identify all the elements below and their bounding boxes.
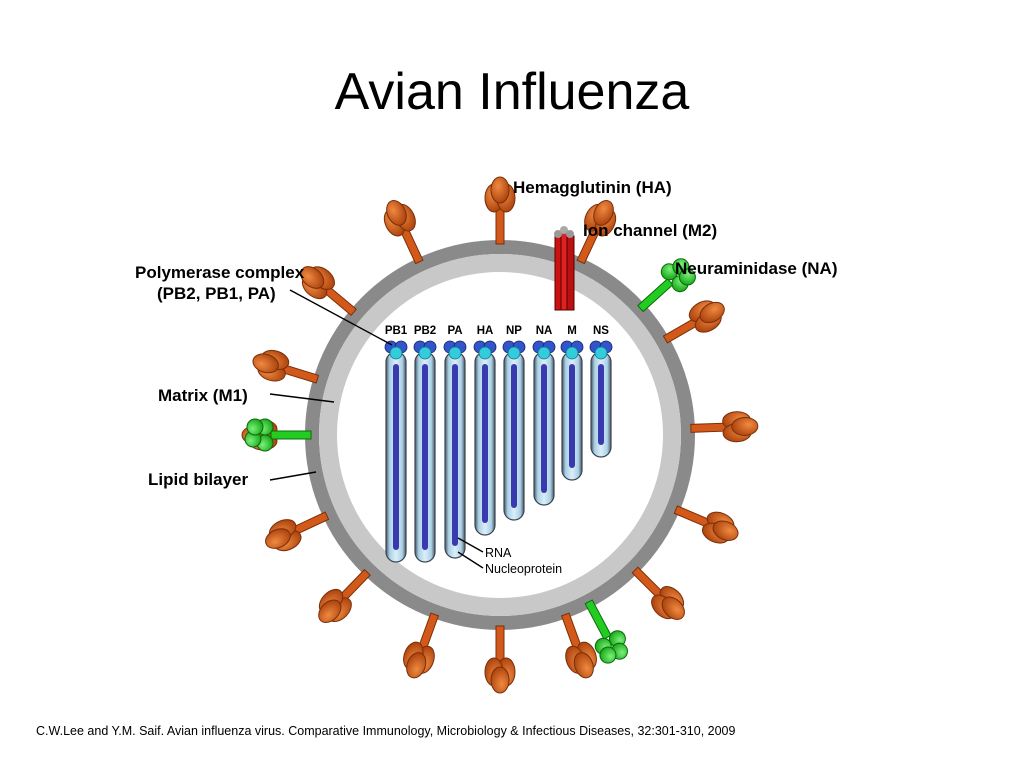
slide-title: Avian Influenza <box>334 63 690 121</box>
segment-label-pa: PA <box>447 325 462 337</box>
hemagglutinin-spike-icon <box>690 411 759 443</box>
segment-label-pb2: PB2 <box>414 325 436 337</box>
polymerase-label-line2: (PB2, PB1, PA) <box>157 284 276 303</box>
hemagglutinin-label: Hemagglutinin (HA) <box>513 178 672 197</box>
hemagglutinin-spike-icon <box>403 612 440 679</box>
citation: C.W.Lee and Y.M. Saif. Avian influenza v… <box>36 724 736 738</box>
segment-label-ha: HA <box>477 325 494 337</box>
hemagglutinin-spike-icon <box>484 625 516 694</box>
hemagglutinin-spike-icon <box>662 300 725 344</box>
hemagglutinin-spike-icon <box>265 511 330 552</box>
neuraminidase-spikes <box>244 258 696 664</box>
nucleoprotein-label: Nucleoprotein <box>485 562 562 576</box>
rna-label: RNA <box>485 546 512 560</box>
rna-segment-na <box>532 340 556 506</box>
nucleoprotein-leader <box>457 551 484 569</box>
neuraminidase-label: Neuraminidase (NA) <box>675 259 837 278</box>
rna-segment-np <box>502 340 526 521</box>
hemagglutinin-spike-icon <box>383 200 424 265</box>
rna-segment-ns <box>589 340 613 458</box>
segment-label-na: NA <box>536 325 553 337</box>
hemagglutinin-spike-icon <box>318 568 371 623</box>
hemagglutinin-spike-icon <box>300 266 357 316</box>
segment-label-m: M <box>567 325 577 337</box>
rna-segment-pb1 <box>384 340 408 563</box>
rna-segment-m <box>560 340 584 481</box>
lipid-bilayer-ring <box>305 240 695 630</box>
neuraminidase-spike-icon <box>637 258 696 313</box>
hemagglutinin-spike-icon <box>631 566 685 620</box>
segment-label-ns: NS <box>593 325 609 337</box>
segment-label-pb1: PB1 <box>385 325 408 337</box>
rna-segment-pa <box>443 340 467 559</box>
segment-label-np: NP <box>506 325 522 337</box>
lipid-bilayer-label: Lipid bilayer <box>148 470 249 489</box>
hemagglutinin-spike-icon <box>673 505 739 544</box>
rna-segments <box>384 340 613 563</box>
ion-channel-icon <box>554 226 575 311</box>
matrix-leader <box>269 393 335 403</box>
rna-leader <box>457 537 484 553</box>
matrix-ring <box>319 254 681 616</box>
lipid-leader <box>269 471 317 481</box>
rna-segment-pb2 <box>413 340 437 563</box>
neuraminidase-spike-icon <box>584 599 628 664</box>
hemagglutinin-spike-icon <box>484 176 516 245</box>
neuraminidase-spike-icon <box>244 418 312 452</box>
ion-channel-label: Ion channel (M2) <box>583 221 717 240</box>
hemagglutinin-spike-icon <box>576 200 617 265</box>
polymerase-label-line1: Polymerase complex <box>135 263 305 282</box>
segment-labels: PB1 PB2 PA HA NP NA M NS <box>385 325 610 337</box>
hemagglutinin-spike-icon <box>252 349 320 384</box>
hemagglutinin-spike-icon <box>560 612 597 679</box>
matrix-label: Matrix (M1) <box>158 386 248 405</box>
rna-segment-ha <box>473 340 497 536</box>
polymerase-leader <box>289 289 393 346</box>
hemagglutinin-spikes <box>241 176 759 694</box>
